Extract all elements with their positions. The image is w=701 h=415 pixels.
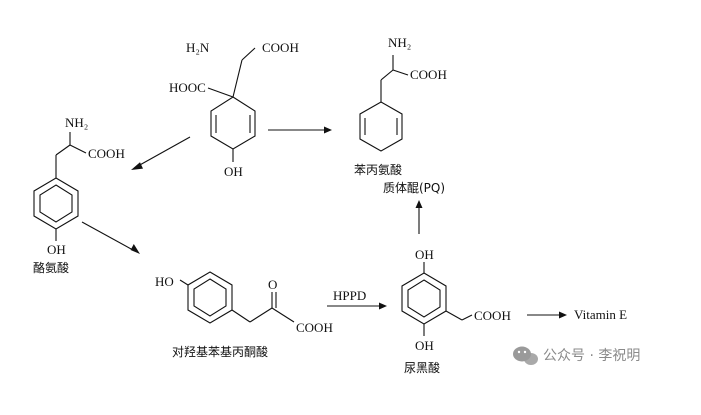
tyrosine-name: 酪氨酸	[33, 260, 69, 275]
prephenate-structure: H₂N COOH HOOC OH	[169, 40, 299, 179]
arrow-tyrosine-to-hppa	[81, 221, 140, 254]
phenylalanine-amino-label: NH₂	[388, 35, 411, 50]
tyrosine-hydroxyl-label: OH	[47, 242, 66, 257]
hga-hydroxyl-bottom-label: OH	[415, 338, 434, 353]
phenylalanine-name: 苯丙氨酸	[354, 162, 402, 177]
tyrosine-structure: NH₂ COOH OH 酪氨酸	[33, 115, 125, 275]
arrow-prephenate-to-tyrosine	[131, 136, 191, 170]
prephenate-acid-label: COOH	[262, 40, 299, 55]
hppd-enzyme-label: HPPD	[333, 288, 366, 303]
phenylalanine-structure: NH₂ COOH 苯丙氨酸 质体醌(PQ)	[354, 35, 447, 195]
tyrosine-acid-label: COOH	[88, 146, 125, 161]
hga-hydroxyl-top-label: OH	[415, 247, 434, 262]
prephenate-amino-label: H₂N	[186, 40, 210, 55]
tyrosine-amino-label: NH₂	[65, 115, 88, 130]
prephenate-hydroxyl-label: OH	[224, 164, 243, 179]
arrow-hga-to-vitamin-e: Vitamin E	[527, 307, 627, 322]
hga-structure: OH OH COOH 尿黑酸	[401, 247, 511, 375]
hga-acid-label: COOH	[474, 308, 511, 323]
vitamin-e-label: Vitamin E	[574, 307, 627, 322]
hga-name: 尿黑酸	[404, 360, 440, 375]
hppa-name: 对羟基苯基丙酮酸	[172, 344, 268, 359]
arrow-hga-to-plastoquinone	[415, 200, 423, 234]
prephenate-ring-acid-label: HOOC	[169, 80, 206, 95]
watermark: 公众号 · 李祝明	[513, 346, 640, 365]
plastoquinone-label: 质体醌(PQ)	[383, 181, 445, 195]
wechat-icon	[513, 346, 538, 365]
hppa-hydroxyl-label: HO	[155, 274, 174, 289]
arrow-prephenate-to-phenylalanine	[268, 126, 332, 134]
hppa-structure: HO O COOH 对羟基苯基丙酮酸	[155, 271, 333, 359]
arrow-hppa-to-hga: HPPD	[327, 288, 387, 310]
hppa-oxo-label: O	[268, 277, 277, 292]
hppa-acid-label: COOH	[296, 320, 333, 335]
watermark-text: 公众号 · 李祝明	[543, 348, 640, 364]
phenylalanine-acid-label: COOH	[410, 67, 447, 82]
